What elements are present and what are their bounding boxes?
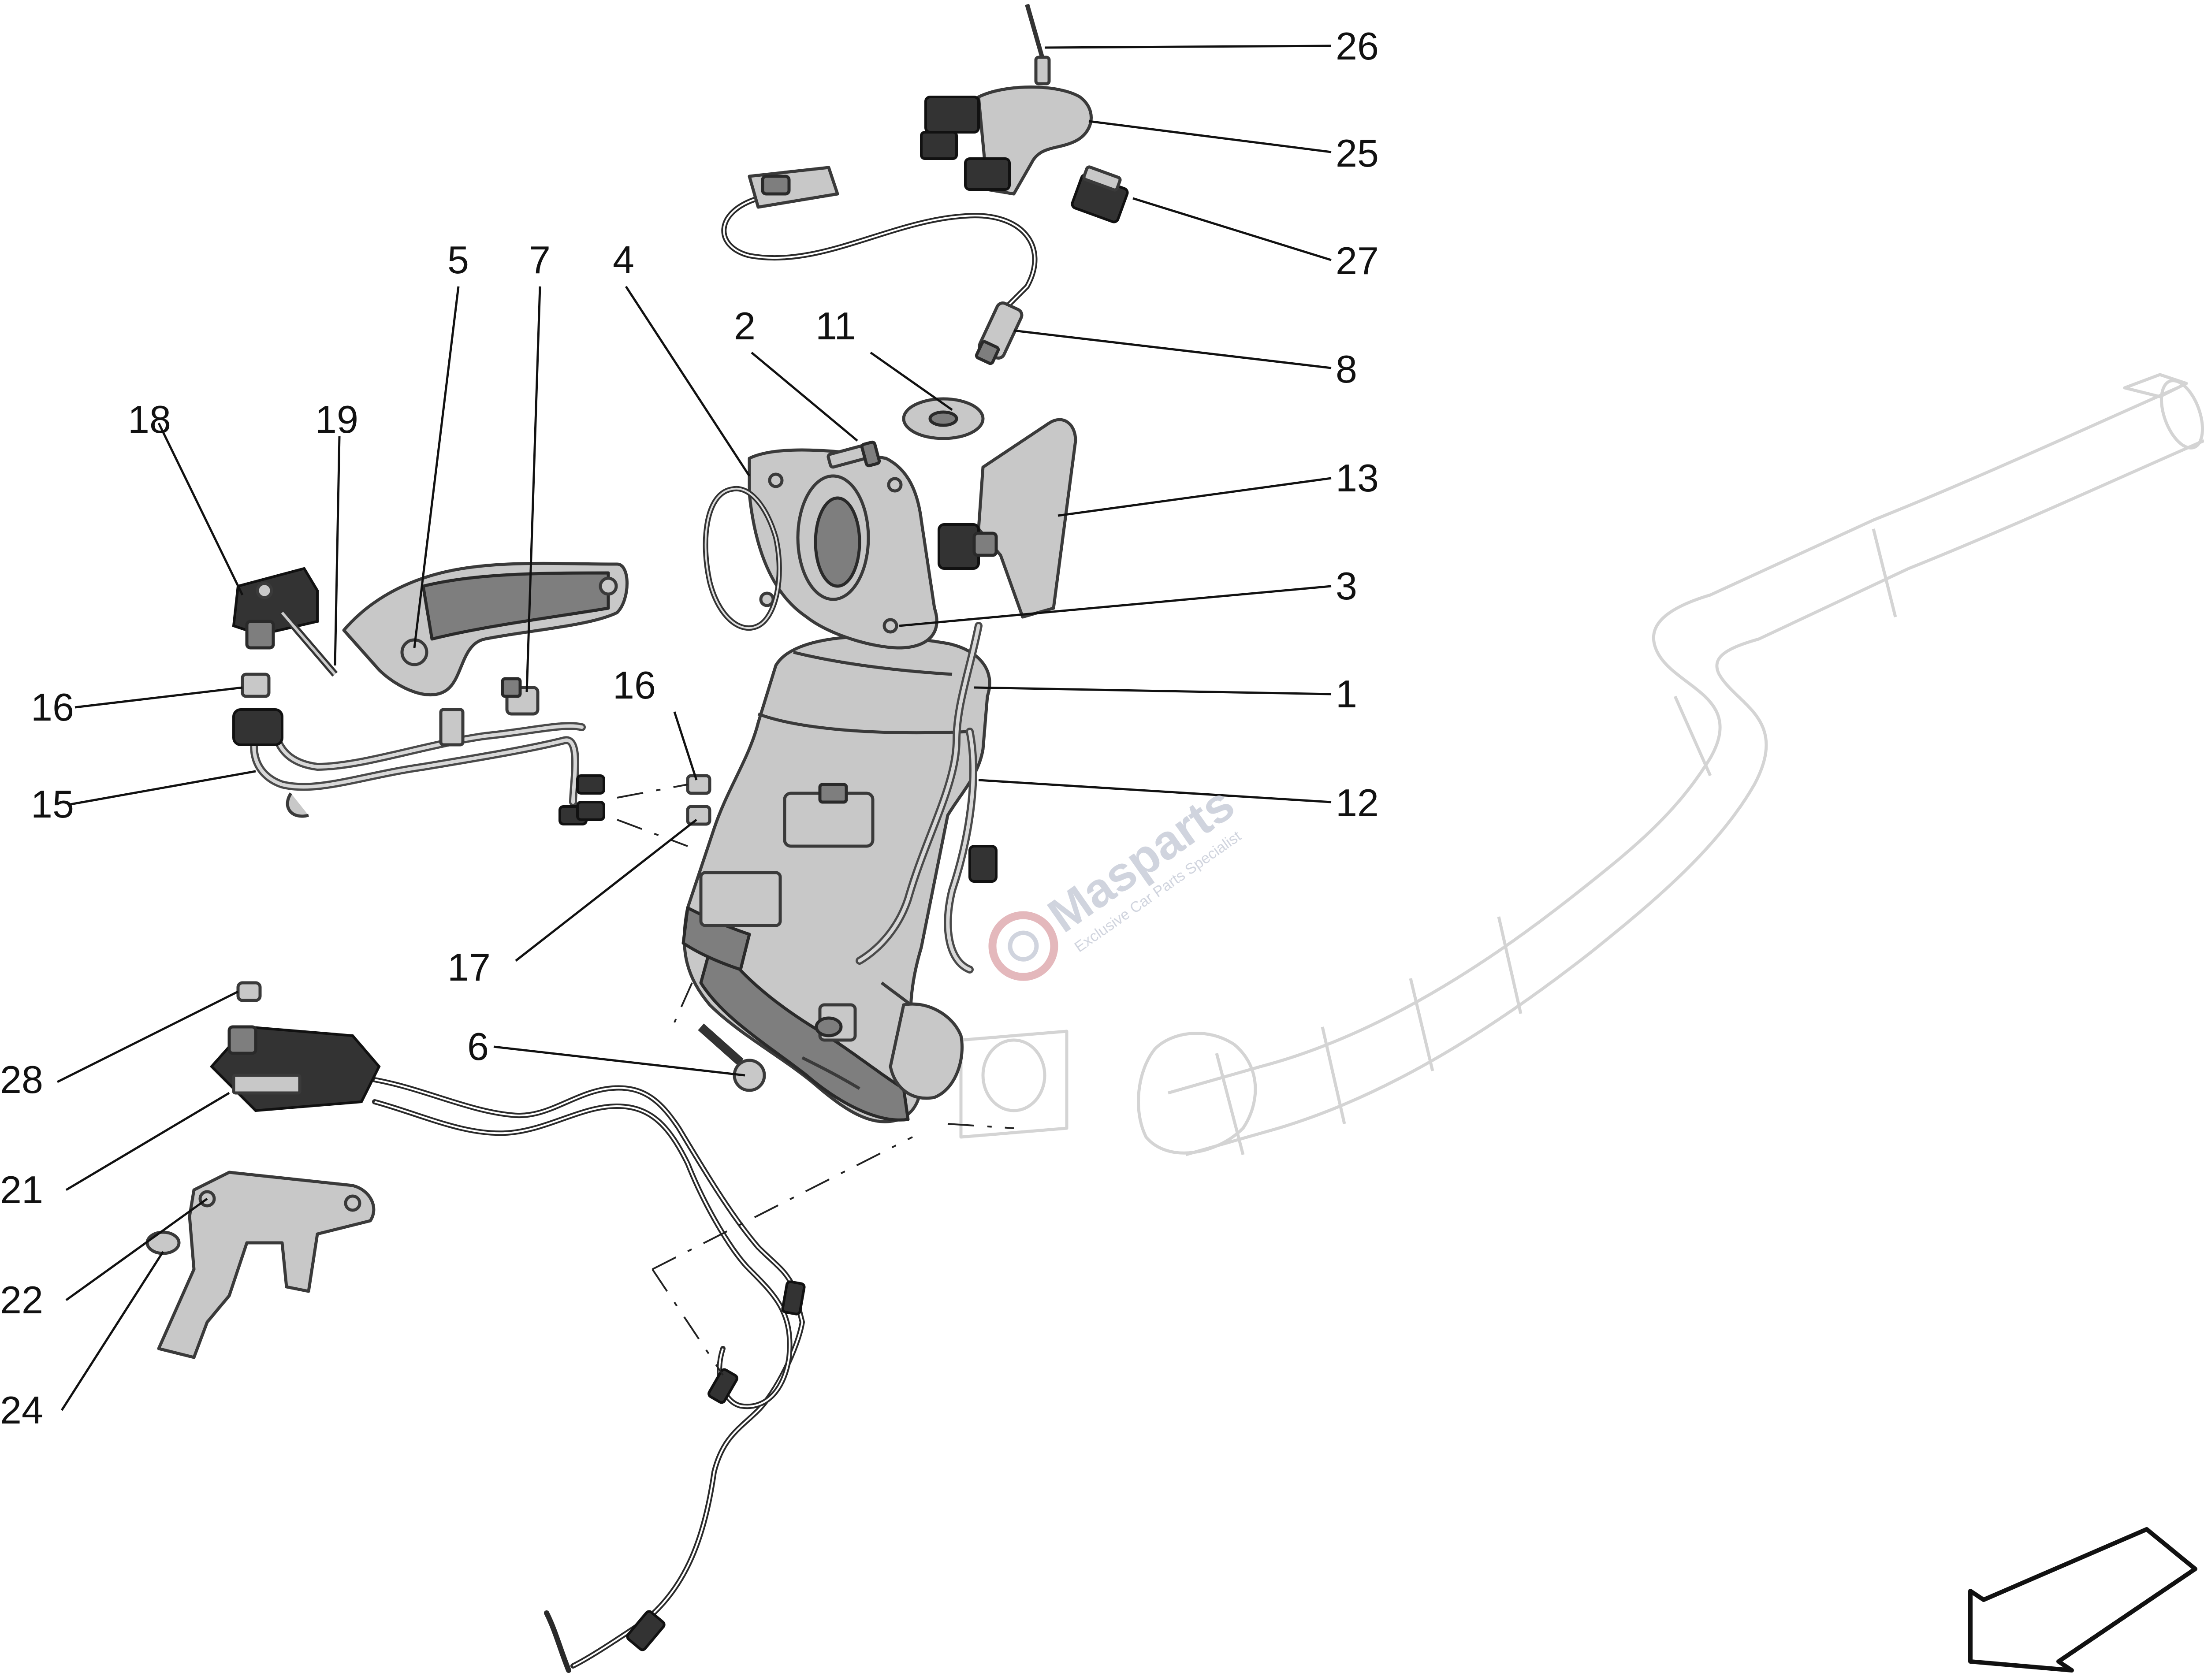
pressure-sensor-18 (232, 567, 319, 650)
watermark: Masparts Exclusive Car Parts Specialist (988, 776, 1244, 981)
callout-8: 8 (1336, 347, 1357, 391)
callout-16-right: 16 (613, 663, 656, 707)
reference-lines (617, 784, 1014, 1376)
callout-26: 26 (1336, 24, 1379, 68)
lambda-sensor (721, 166, 1038, 365)
callout-18: 18 (128, 398, 171, 441)
hose-assembly-15 (232, 708, 605, 825)
callout-labels: 26 25 27 8 13 3 1 12 5 7 4 2 11 18 19 16… (0, 24, 1379, 1432)
differential-pressure-pipes (783, 622, 998, 974)
callout-16-left: 16 (31, 685, 74, 729)
clip-17 (686, 805, 711, 826)
callout-22: 22 (0, 1278, 43, 1322)
connector-bracket (920, 4, 1129, 223)
pipe-bracket-5 (342, 561, 629, 696)
callout-3: 3 (1336, 564, 1357, 608)
callout-15: 15 (31, 782, 74, 826)
washer-11 (902, 397, 985, 440)
callout-17: 17 (447, 945, 491, 989)
callout-5: 5 (447, 238, 469, 282)
callout-28: 28 (0, 1058, 43, 1101)
callout-27: 27 (1336, 239, 1379, 282)
callout-19: 19 (315, 398, 358, 441)
leader-lines (56, 45, 1332, 1411)
catalytic-converter (681, 635, 991, 1123)
heat-shield-bracket-13 (938, 418, 1077, 619)
callout-4: 4 (613, 238, 634, 282)
ghost-exhaust-pipe (959, 373, 2204, 1156)
clip-16-left (241, 673, 271, 698)
clip-16-right (686, 774, 711, 795)
callout-1: 1 (1336, 672, 1357, 716)
screw-19 (279, 610, 338, 677)
callout-25: 25 (1336, 131, 1379, 175)
bolt-6 (698, 1023, 766, 1092)
callout-13: 13 (1336, 456, 1379, 500)
direction-arrow-icon (1968, 1527, 2197, 1673)
temperature-sensor-harness (209, 981, 806, 1673)
callout-2: 2 (734, 304, 756, 348)
callout-11: 11 (815, 304, 856, 348)
callout-24: 24 (0, 1388, 43, 1432)
mounting-bracket-22 (157, 1171, 376, 1359)
callout-7: 7 (529, 238, 551, 282)
nut-24 (145, 1230, 181, 1255)
watermark-logo-icon (988, 911, 1058, 981)
bolt-2 (826, 440, 881, 469)
callout-12: 12 (1336, 781, 1379, 825)
callout-21: 21 (0, 1168, 43, 1212)
bolt-7 (501, 677, 540, 716)
callout-6: 6 (467, 1025, 489, 1068)
gasket-ring (703, 486, 782, 631)
